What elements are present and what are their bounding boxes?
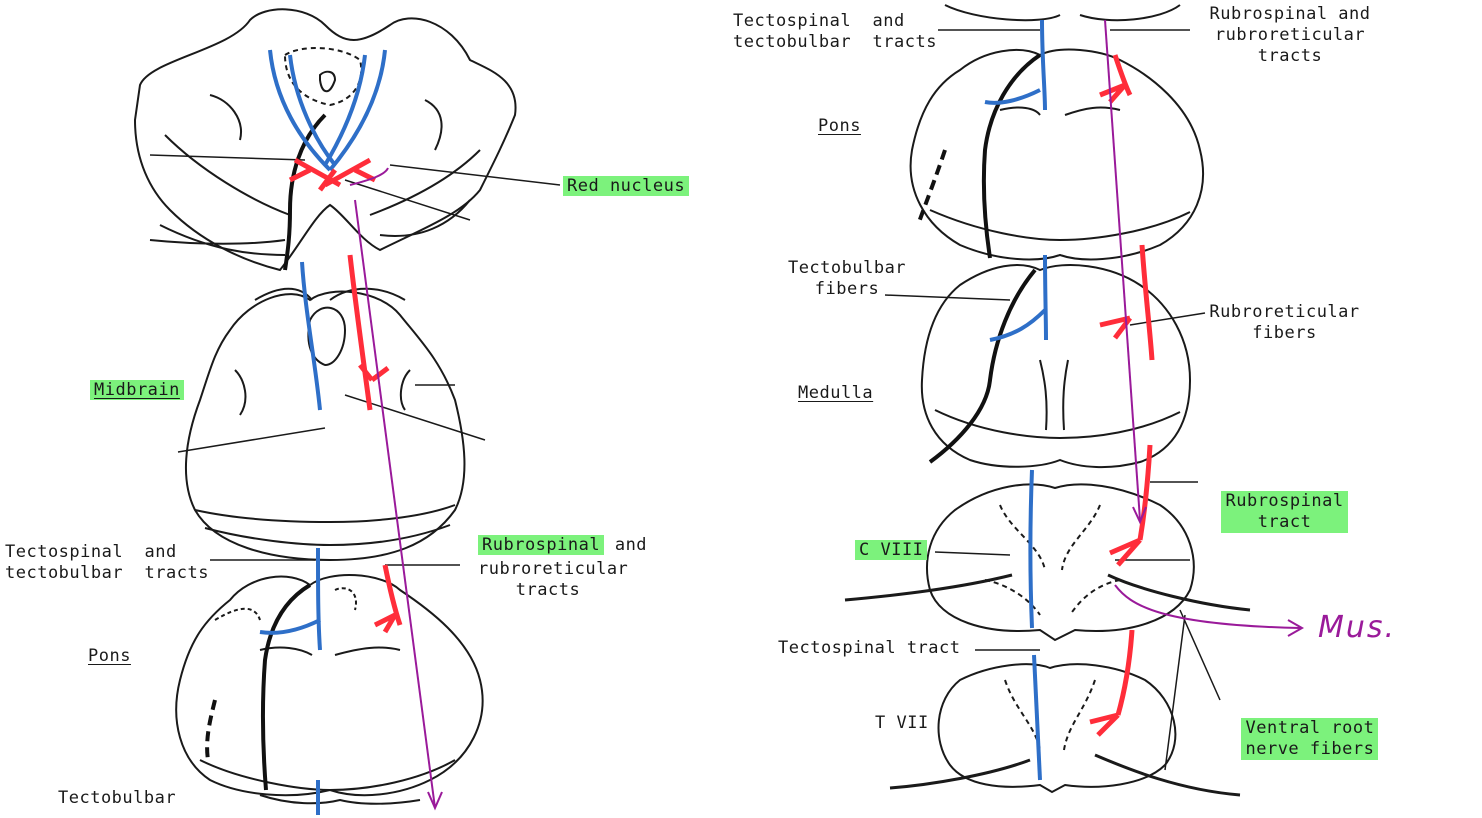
handwritten-mus: Mus. bbox=[1318, 610, 1396, 645]
label-rubrospinal-tract: Rubrospinal tract bbox=[1200, 470, 1335, 533]
label-rubroreticular-left: rubroreticular tracts bbox=[478, 559, 618, 601]
pons-right-outline bbox=[911, 50, 1203, 260]
label-rubrospinal-left: Rubrospinal and bbox=[478, 535, 647, 556]
upper-midbrain-outline bbox=[135, 9, 516, 270]
label-c8: C VIII bbox=[855, 540, 927, 561]
red-nucleus-text: Red nucleus bbox=[563, 176, 689, 196]
rubrospinal-tract bbox=[290, 55, 1152, 735]
label-tectobulbar-left: Tectobulbar bbox=[58, 788, 176, 809]
c8-outline bbox=[927, 484, 1194, 640]
label-midbrain: Midbrain bbox=[90, 380, 184, 401]
rubrospinal-left-and: and bbox=[604, 535, 647, 555]
medulla-outline bbox=[922, 265, 1190, 467]
pons-left-outline bbox=[176, 575, 482, 795]
rubrospinal-tract-text: Rubrospinal tract bbox=[1221, 491, 1347, 533]
label-pons-right: Pons bbox=[818, 116, 861, 137]
annotation-arrows bbox=[350, 20, 1302, 808]
label-tectospinal-left: Tectospinal and tectobulbar tracts bbox=[5, 542, 209, 584]
label-tectospinal-tract: Tectospinal tract bbox=[778, 638, 961, 659]
label-ventral-root: Ventral root nerve fibers bbox=[1220, 697, 1378, 760]
label-rubroreticular-fibers: Rubroreticular fibers bbox=[1202, 302, 1367, 344]
midbrain-text: Midbrain bbox=[90, 380, 184, 400]
ventral-root-text: Ventral root nerve fibers bbox=[1241, 718, 1378, 760]
rubrospinal-left-highlight: Rubrospinal bbox=[478, 535, 604, 555]
label-tectospinal-right: Tectospinal and tectobulbar tracts bbox=[733, 11, 937, 53]
label-tectobulbar-fibers: Tectobulbar fibers bbox=[782, 258, 912, 300]
midbrain-outline bbox=[186, 292, 465, 560]
c8-text: C VIII bbox=[855, 540, 927, 560]
label-medulla: Medulla bbox=[798, 383, 873, 404]
label-rubrospinal-right: Rubrospinal and rubroreticular tracts bbox=[1200, 4, 1380, 67]
label-t7: T VII bbox=[875, 713, 929, 734]
label-red-nucleus: Red nucleus bbox=[563, 176, 689, 197]
section-outlines bbox=[135, 5, 1250, 804]
label-pons-left: Pons bbox=[88, 646, 131, 667]
